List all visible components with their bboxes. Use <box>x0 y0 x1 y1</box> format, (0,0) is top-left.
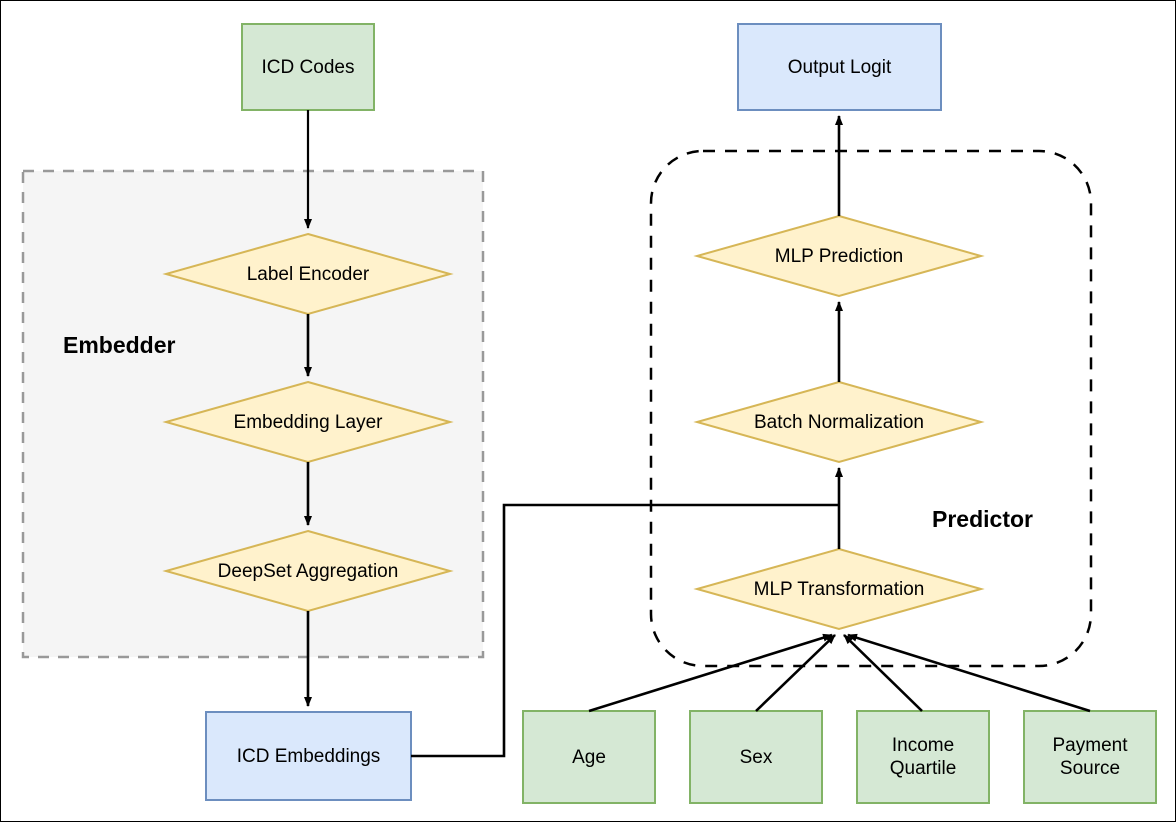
node-mlp-prediction-label: MLP Prediction <box>774 245 904 267</box>
node-output-logit-shape[interactable] <box>737 23 942 111</box>
node-mlp-transformation-shape[interactable] <box>693 547 985 631</box>
node-income-quartile-shape[interactable] <box>856 710 990 804</box>
node-age-shape[interactable] <box>522 710 656 804</box>
edge-sex-to-mlp-transformation <box>755 634 836 712</box>
node-mlp-transformation-label: MLP Transformation <box>753 578 925 600</box>
node-icd-embeddings-shape[interactable] <box>205 711 412 801</box>
edge-income-quartile-to-mlp-transformation <box>843 634 923 712</box>
node-deepset-aggregation-shape[interactable] <box>162 529 454 613</box>
node-mlp-prediction-shape[interactable] <box>693 214 985 298</box>
node-label-encoder-shape[interactable] <box>162 232 454 316</box>
node-deepset-aggregation-label: DeepSet Aggregation <box>217 560 399 582</box>
node-payment-source-shape[interactable] <box>1023 710 1157 804</box>
node-batch-normalization-shape[interactable] <box>693 380 985 464</box>
node-income-quartile-label: Income Quartile <box>889 735 957 779</box>
node-icd-embeddings-label: ICD Embeddings <box>236 745 381 767</box>
group-predictor-label: Predictor <box>932 506 1033 532</box>
node-embedding-layer-label: Embedding Layer <box>233 411 383 433</box>
group-predictor-box <box>649 149 1093 668</box>
node-output-logit-label: Output Logit <box>787 56 892 78</box>
node-icd-codes-label: ICD Codes <box>261 56 355 78</box>
edge-payment-source-to-mlp-transformation <box>847 633 1091 713</box>
node-embedding-layer-shape[interactable] <box>162 380 454 464</box>
group-embedder-label: Embedder <box>63 332 176 358</box>
node-batch-normalization-label: Batch Normalization <box>753 411 925 433</box>
node-label-encoder-label: Label Encoder <box>246 263 370 285</box>
edge-age-to-mlp-transformation <box>588 633 833 713</box>
node-payment-source-label: Payment Source <box>1052 735 1128 779</box>
node-age-label: Age <box>572 746 606 768</box>
node-sex-label: Sex <box>739 746 773 768</box>
node-icd-codes-shape[interactable] <box>241 23 375 111</box>
edge-icd-embeddings-to-batch-normalization <box>411 503 839 758</box>
node-sex-shape[interactable] <box>689 710 823 804</box>
group-embedder-box <box>21 169 485 659</box>
